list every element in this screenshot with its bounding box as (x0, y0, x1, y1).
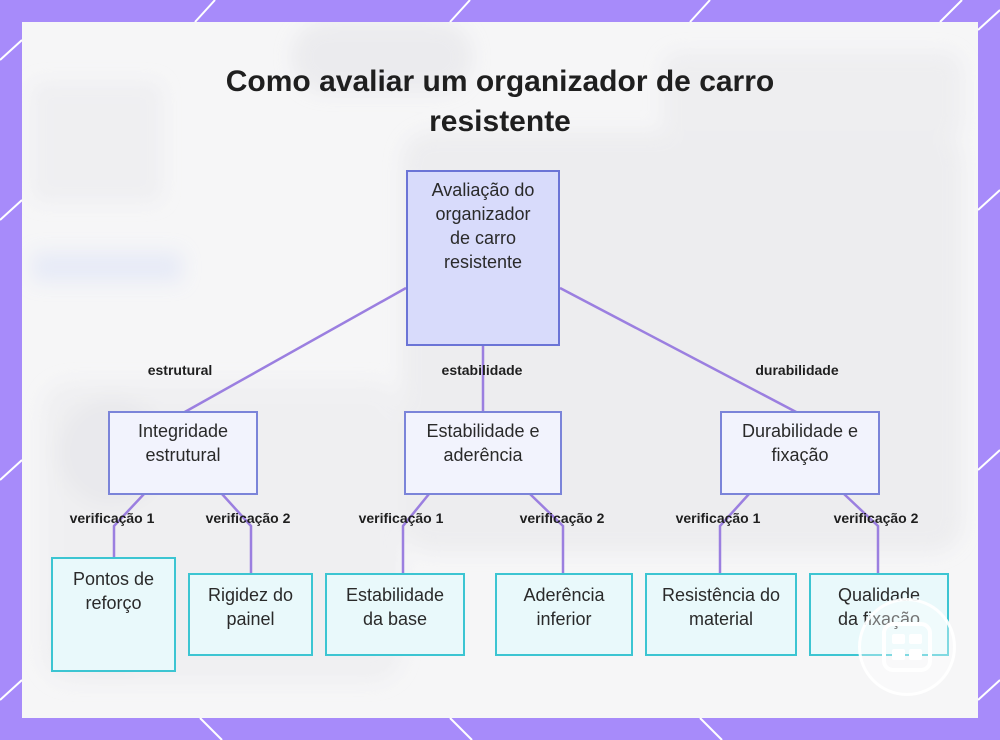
leaf-node-label: Aderência inferior (523, 585, 605, 629)
branch-node-label: Durabilidade e fixação (741, 421, 859, 465)
leaf-node-label: Resistência do material (661, 585, 781, 629)
diagram-card: Como avaliar um organizador de carro res… (22, 22, 978, 718)
branch-node-integridade: Integridade estrutural (108, 411, 258, 495)
edge-label-estrutural: estrutural (147, 362, 213, 378)
edge-label-verificacao-2: verificação 2 (833, 510, 919, 526)
edge-label-estabilidade: estabilidade (441, 362, 523, 378)
leaf-node-aderencia-inferior: Aderência inferior (495, 573, 633, 656)
edge-label-verificacao-1: verificação 1 (675, 510, 761, 526)
diagram-title: Como avaliar um organizador de carro res… (225, 65, 775, 138)
branch-node-label: Estabilidade e aderência (426, 421, 540, 465)
edge-label-verificacao-1: verificação 1 (69, 510, 155, 526)
edge-label-verificacao-1: verificação 1 (358, 510, 444, 526)
root-node-label: Avaliação do organizador de carro resist… (431, 180, 535, 272)
branch-node-estabilidade: Estabilidade e aderência (404, 411, 562, 495)
leaf-node-label: Rigidez do painel (207, 585, 294, 629)
leaf-node-label: Pontos de reforço (72, 569, 155, 613)
branch-node-durabilidade: Durabilidade e fixação (720, 411, 880, 495)
leaf-node-resistencia-material: Resistência do material (645, 573, 797, 656)
branch-node-label: Integridade estrutural (137, 421, 229, 465)
leaf-node-label: Estabilidade da base (345, 585, 445, 629)
calendar-grid-icon[interactable] (858, 598, 956, 696)
edge-label-durabilidade: durabilidade (755, 362, 839, 378)
leaf-node-estabilidade-base: Estabilidade da base (325, 573, 465, 656)
connector-lines (112, 286, 880, 573)
edge-label-verificacao-2: verificação 2 (519, 510, 605, 526)
calendar-grid-glyph (882, 622, 932, 672)
leaf-node-rigidez-painel: Rigidez do painel (188, 573, 313, 656)
leaf-node-pontos-reforco: Pontos de reforço (51, 557, 176, 672)
root-node: Avaliação do organizador de carro resist… (406, 170, 560, 346)
edge-label-verificacao-2: verificação 2 (205, 510, 291, 526)
